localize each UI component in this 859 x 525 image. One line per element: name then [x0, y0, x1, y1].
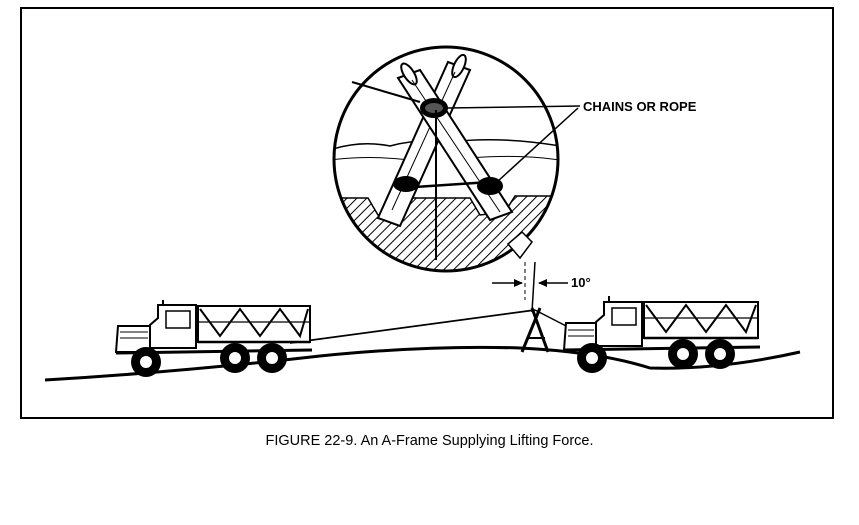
chain-lashing-top	[420, 98, 448, 118]
figure-frame	[20, 7, 834, 419]
chain-lashing-left	[393, 176, 419, 192]
a-frame-ground	[520, 307, 550, 353]
tow-cable	[289, 309, 536, 344]
figure-caption: FIGURE 22-9. An A-Frame Supplying Liftin…	[265, 433, 594, 449]
detail-inset	[332, 45, 581, 273]
callout-chains-or-rope: CHAINS OR ROPE	[583, 99, 697, 114]
truck-right	[562, 296, 761, 373]
callout-angle: 10°	[571, 275, 591, 290]
angle-indicator	[492, 261, 568, 313]
truck-left	[114, 300, 313, 377]
